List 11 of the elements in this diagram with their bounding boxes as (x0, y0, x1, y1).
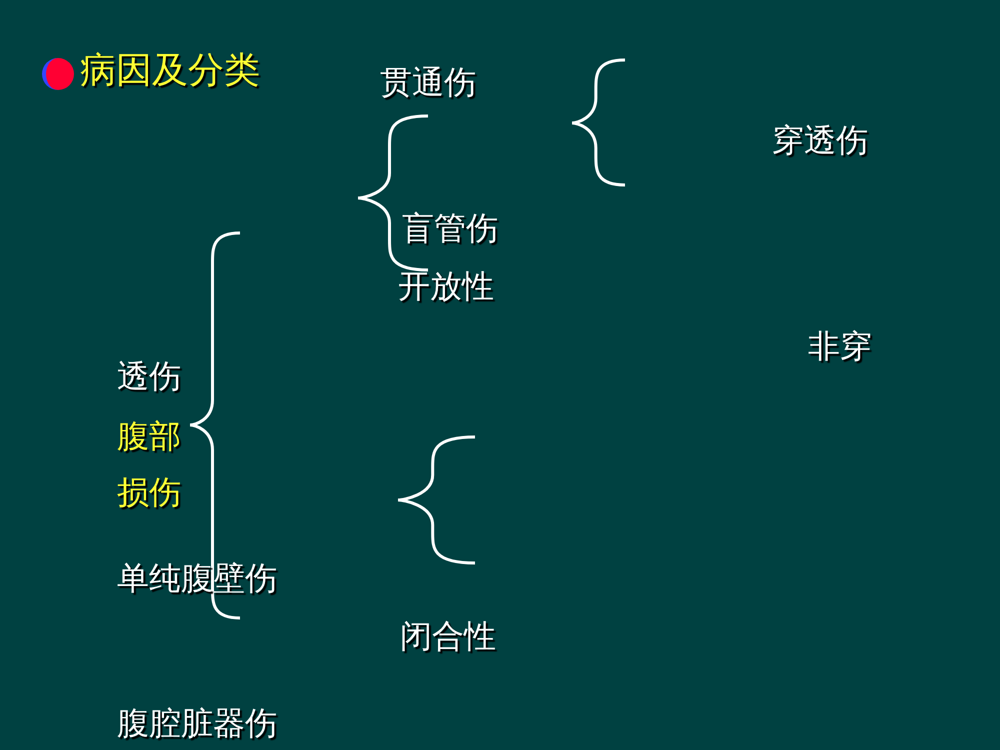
category-label: 腹部 (117, 416, 181, 456)
category-label: 透伤 (117, 356, 181, 396)
category-label: 腹腔脏器伤 (117, 703, 277, 743)
category-label: 闭合性 (400, 616, 496, 656)
category-label: 损伤 (117, 472, 181, 512)
category-label: 开放性 (398, 266, 494, 306)
category-label: 盲管伤 (402, 208, 498, 248)
category-label: 非穿 (808, 326, 872, 366)
category-label: 穿透伤 (772, 120, 868, 160)
category-label: 贯通伤 (380, 62, 476, 102)
slide-title: 病因及分类 (80, 49, 260, 93)
